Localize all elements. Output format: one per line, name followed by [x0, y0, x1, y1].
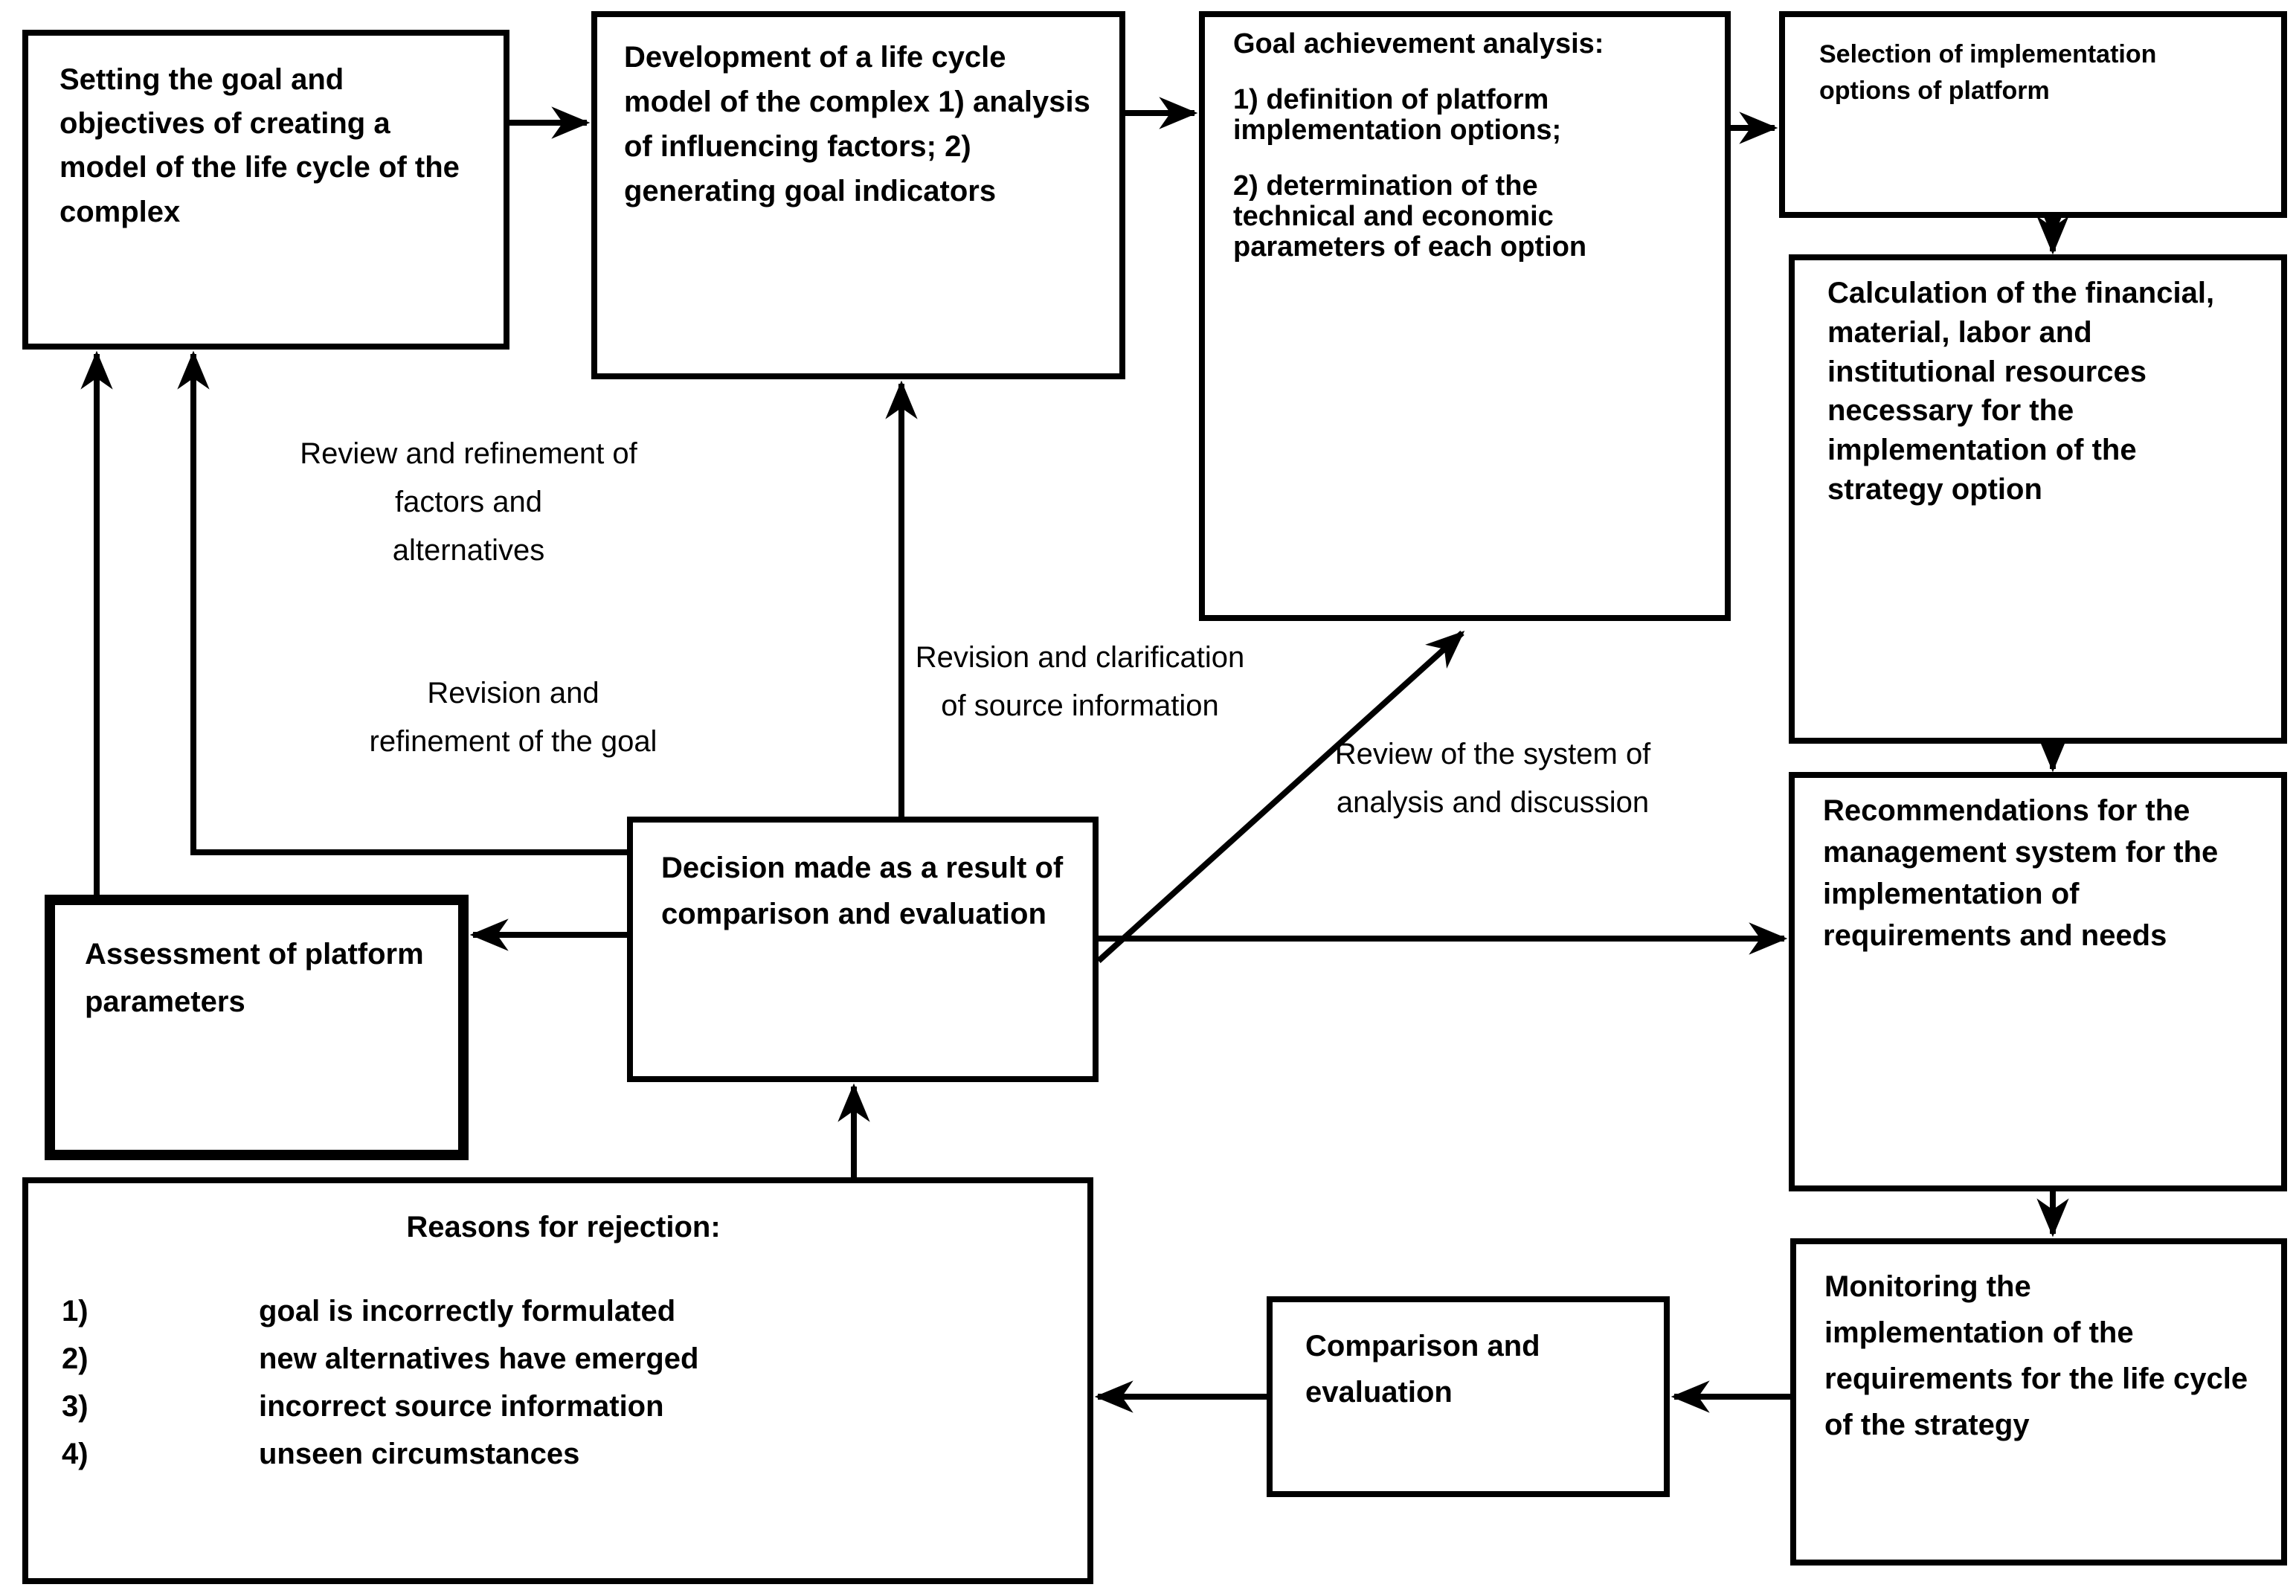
reason-item-number: 1)	[62, 1295, 89, 1328]
box-goal-analysis-item1: 1) definition of platform implementation…	[1233, 84, 1562, 147]
arrow-decision-to-goalsetting	[177, 350, 627, 855]
label-line: of source information	[941, 689, 1219, 722]
reasons-title: Reasons for rejection:	[406, 1211, 721, 1243]
box-assessment-platform-parameters: Assessment of platform parameters	[45, 895, 469, 1160]
box-assessment-text: Assessment of platform parameters	[85, 938, 424, 1018]
box-goal-achievement-analysis: Goal achievement analysis: 1) definition…	[1199, 11, 1731, 621]
label-review-refinement-factors: Review and refinement of factors and alt…	[298, 430, 640, 574]
box-calculation-text: Calculation of the financial, material, …	[1827, 277, 2215, 506]
box-recommendations-text: Recommendations for the management syste…	[1823, 794, 2219, 952]
box-decision-text: Decision made as a result of comparison …	[661, 852, 1064, 930]
label-line: Review of the system of	[1334, 738, 1651, 770]
reason-item: 1) goal is incorrectly formulated	[62, 1289, 1065, 1333]
reason-item-text: new alternatives have emerged	[259, 1342, 699, 1375]
reason-item: 3) incorrect source information	[62, 1384, 1065, 1429]
arrow-decision-to-analysis-diagonal	[1096, 631, 1465, 963]
box-goal-setting-text: Setting the goal and objectives of creat…	[60, 63, 460, 228]
box-goal-analysis-title: Goal achievement analysis:	[1233, 28, 1604, 59]
label-line: analysis and discussion	[1336, 785, 1650, 819]
box-selection-implementation-options: Selection of implementation options of p…	[1779, 11, 2287, 218]
label-line: Review and refinement of	[300, 437, 637, 470]
box-decision: Decision made as a result of comparison …	[627, 817, 1099, 1082]
reason-item-text: unseen circumstances	[259, 1438, 580, 1470]
reason-item-number: 4)	[62, 1438, 89, 1470]
reason-item-number: 3)	[62, 1390, 89, 1423]
reason-item: 2) new alternatives have emerged	[62, 1336, 1065, 1381]
label-line: alternatives	[392, 533, 545, 567]
box-monitoring: Monitoring the implementation of the req…	[1790, 1238, 2287, 1566]
label-line: refinement of the goal	[369, 724, 657, 758]
label-revision-clarification-source: Revision and clarification of source inf…	[909, 634, 1251, 730]
box-comparison-evaluation: Comparison and evaluation	[1267, 1296, 1670, 1497]
label-review-system-analysis: Review of the system of analysis and dis…	[1325, 730, 1660, 827]
reason-item: 4) unseen circumstances	[62, 1432, 1065, 1476]
box-resource-calculation: Calculation of the financial, material, …	[1789, 254, 2287, 744]
box-development-text: Development of a life cycle model of the…	[624, 41, 1090, 207]
box-goal-setting: Setting the goal and objectives of creat…	[22, 30, 509, 350]
box-recommendations: Recommendations for the management syste…	[1789, 772, 2287, 1191]
label-line: factors and	[395, 485, 542, 518]
label-line: Revision and clarification	[915, 641, 1245, 674]
label-line: Revision and	[427, 677, 599, 709]
box-reasons-for-rejection: Reasons for rejection: 1) goal is incorr…	[22, 1177, 1093, 1584]
box-goal-analysis-item2: 2) determination of the technical and ec…	[1233, 170, 1587, 263]
box-development-life-cycle-model: Development of a life cycle model of the…	[591, 11, 1125, 379]
box-selection-text: Selection of implementation options of p…	[1819, 40, 2157, 106]
reason-item-number: 2)	[62, 1342, 89, 1375]
box-comparison-text: Comparison and evaluation	[1305, 1330, 1540, 1409]
reason-item-text: goal is incorrectly formulated	[259, 1295, 676, 1328]
label-revision-refinement-goal: Revision and refinement of the goal	[283, 669, 744, 766]
box-monitoring-text: Monitoring the implementation of the req…	[1824, 1270, 2248, 1441]
reason-item-text: incorrect source information	[259, 1390, 664, 1423]
